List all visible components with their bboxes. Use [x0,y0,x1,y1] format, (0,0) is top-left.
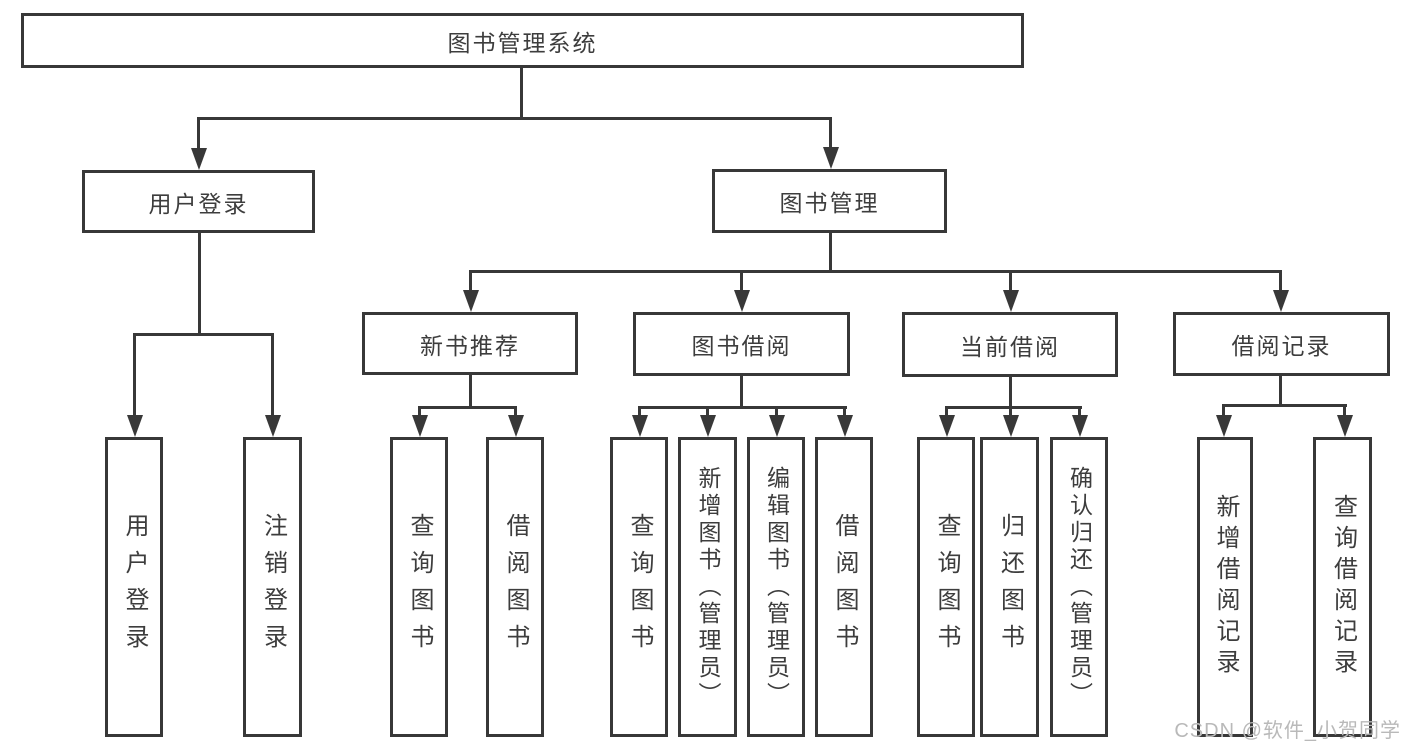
arrowhead [412,415,428,437]
leaf-borrow-books-borrow: 借阅图书 [815,437,873,737]
connector-line [1009,270,1012,294]
arrowhead [265,415,281,437]
connector-line [469,270,1282,273]
leaf-logout: 注销登录 [243,437,302,737]
arrowhead [1216,415,1232,437]
arrowhead [1337,415,1353,437]
connector-line [706,406,709,420]
node-user-login: 用户登录 [82,170,315,233]
connector-line [638,406,847,409]
arrowhead [1273,290,1289,312]
arrowhead [1072,415,1088,437]
connector-line [418,406,421,420]
node-label: 用户登录 [121,513,148,661]
node-book-management: 图书管理 [712,169,947,233]
connector-line [198,233,201,336]
node-label: 查询图书 [933,513,960,661]
connector-line [740,270,743,294]
node-current-borrow: 当前借阅 [902,312,1118,377]
arrowhead [769,415,785,437]
node-label: 用户登录 [148,190,249,217]
node-label: 归还图书 [996,513,1024,661]
node-label: 注销登录 [259,513,287,661]
connector-line [1343,404,1346,418]
node-label: 借阅图书 [831,513,858,661]
leaf-add-books-admin: 新增图书（管理员） [678,437,737,737]
node-label: 图书管理系统 [447,29,598,56]
node-label: 新增图书（管理员） [695,465,721,709]
node-label: 查询借阅记录 [1329,494,1357,680]
node-label: 新增借阅记录 [1212,494,1239,680]
node-label: 确认归还（管理员） [1066,465,1093,709]
connector-line [469,375,472,409]
connector-line [1279,270,1282,294]
connector-line [271,333,274,417]
node-label: 新书推荐 [420,332,520,359]
arrowhead [463,290,479,312]
leaf-borrow-books-newbook: 借阅图书 [486,437,544,737]
connector-line [133,333,274,336]
node-label: 借阅记录 [1231,333,1332,359]
arrowhead [1003,290,1019,312]
leaf-query-books-current: 查询图书 [917,437,975,737]
connector-line [1078,406,1081,420]
connector-line [775,406,778,420]
connector-line [197,117,200,151]
connector-line [520,66,523,119]
node-label: 查询图书 [626,513,653,661]
arrowhead [734,290,750,312]
arrowhead [1003,415,1019,437]
connector-line [1222,404,1347,407]
leaf-user-login: 用户登录 [105,437,163,737]
leaf-query-borrow-record: 查询借阅记录 [1313,437,1372,737]
connector-line [418,406,517,409]
node-label: 借阅图书 [502,513,529,661]
arrowhead [823,147,839,169]
arrowhead [939,415,955,437]
connector-line [133,333,136,417]
leaf-return-books: 归还图书 [980,437,1039,737]
connector-line [829,117,832,151]
arrowhead [191,148,207,170]
arrowhead [127,415,143,437]
node-label: 编辑图书（管理员） [763,465,790,709]
node-label: 图书借阅 [691,333,792,359]
connector-line [1279,376,1282,407]
connector-line [740,376,743,409]
connector-line [1009,406,1012,420]
arrowhead [632,415,648,437]
node-label: 图书管理 [779,190,880,216]
connector-line [1222,404,1225,418]
leaf-edit-books-admin: 编辑图书（管理员） [747,437,805,737]
connector-line [1009,377,1012,409]
connector-line [945,406,948,420]
node-book-borrow: 图书借阅 [633,312,850,376]
leaf-query-books-borrow: 查询图书 [610,437,668,737]
connector-line [469,270,472,294]
arrowhead [837,415,853,437]
connector-line [829,233,832,273]
leaf-confirm-return-admin: 确认归还（管理员） [1050,437,1108,737]
connector-line [945,406,1082,409]
node-borrow-records: 借阅记录 [1173,312,1390,376]
connector-line [843,406,846,420]
leaf-query-books-newbook: 查询图书 [390,437,448,737]
arrowhead [700,415,716,437]
node-label: 查询图书 [406,513,433,661]
node-label: 当前借阅 [960,333,1060,360]
leaf-add-borrow-record: 新增借阅记录 [1197,437,1253,737]
arrowhead [508,415,524,437]
node-library-management-system: 图书管理系统 [21,13,1024,68]
connector-line [514,406,517,420]
node-new-book-recommend: 新书推荐 [362,312,578,375]
connector-line [197,117,832,120]
connector-line [638,406,641,420]
